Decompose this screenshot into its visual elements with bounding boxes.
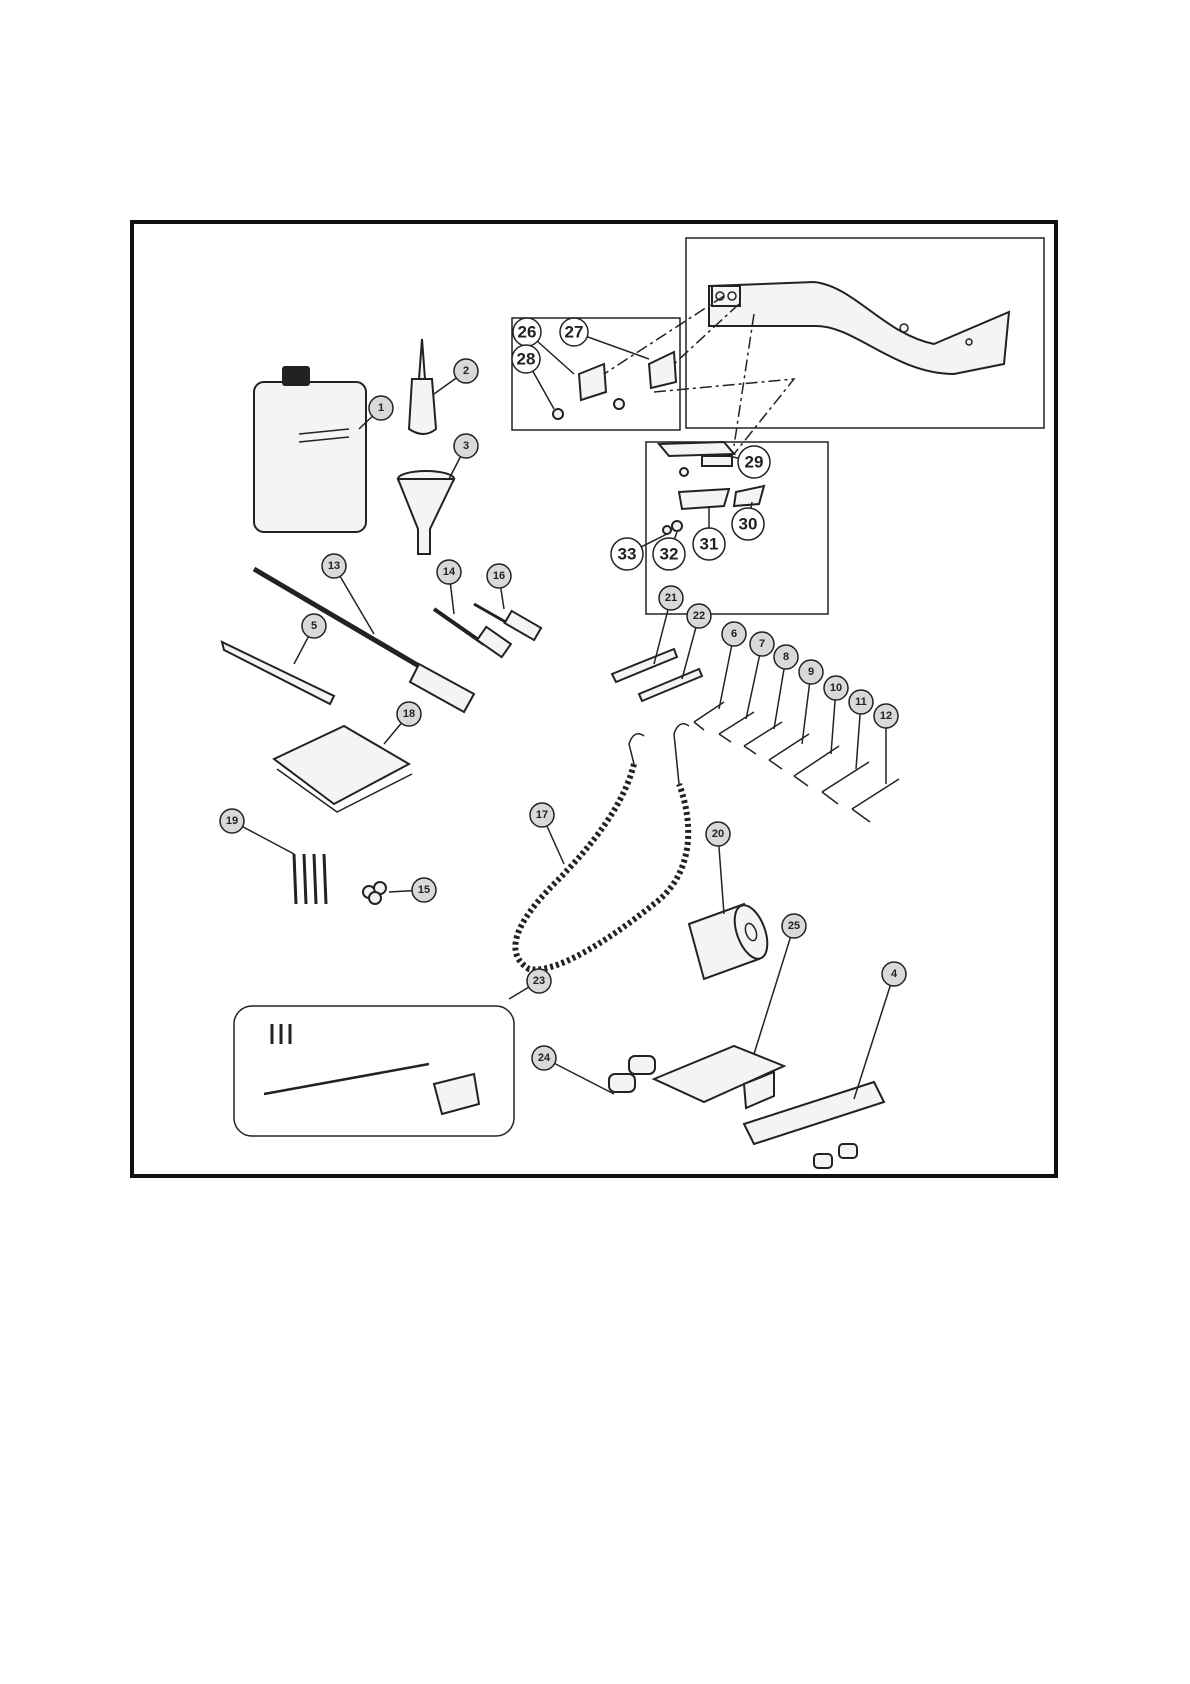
screw-33: [663, 526, 671, 534]
oil-filter: [689, 901, 774, 979]
callout-label-30: 30: [739, 515, 758, 534]
clip-29: [659, 442, 734, 466]
clip-27: [649, 352, 676, 388]
funnel: [398, 471, 454, 554]
bobbins: [363, 882, 386, 904]
callout-label-1: 1: [378, 402, 384, 414]
wrench-22: [639, 669, 702, 701]
callout-label-6: 6: [731, 628, 737, 640]
parts-diagram: 1234567891011121314151617181920212223242…: [134, 224, 1054, 1174]
clip-26: [579, 364, 606, 400]
hex-key-set: [694, 702, 899, 822]
callout-label-20: 20: [712, 828, 724, 840]
callout-label-8: 8: [783, 651, 789, 663]
assembly-line-c: [734, 314, 754, 446]
callout-label-2: 2: [463, 365, 469, 377]
callout-label-3: 3: [463, 440, 469, 452]
callout-label-19: 19: [226, 815, 238, 827]
inset-lamp-kit: [234, 1006, 514, 1136]
callout-label-32: 32: [660, 545, 679, 564]
callout-label-26: 26: [518, 323, 537, 342]
oil-can: [254, 366, 366, 532]
callout-label-17: 17: [536, 809, 548, 821]
screw-28: [553, 409, 563, 419]
screw-28b: [614, 399, 624, 409]
screwdriver-medium: [434, 609, 511, 657]
callout-label-25: 25: [788, 920, 800, 932]
screwdriver-long: [254, 569, 474, 712]
frame-rail: [709, 282, 1009, 374]
washer-32: [672, 521, 682, 531]
callout-label-27: 27: [565, 323, 584, 342]
callout-label-33: 33: [618, 545, 637, 564]
lamp-kit: [264, 1024, 479, 1114]
callout-label-12: 12: [880, 710, 892, 722]
callout-label-18: 18: [403, 708, 415, 720]
callout-label-14: 14: [443, 566, 456, 578]
callout-label-23: 23: [533, 975, 545, 987]
callout-label-16: 16: [493, 570, 505, 582]
callout-label-4: 4: [891, 968, 898, 980]
callout-label-11: 11: [855, 696, 867, 708]
leader-line-4: [854, 974, 894, 1099]
needles: [294, 854, 326, 904]
bolts-24: [609, 1056, 655, 1092]
plate-25: [654, 1046, 784, 1108]
clip-31: [679, 489, 729, 509]
wrench-21: [612, 649, 677, 682]
callout-label-21: 21: [665, 592, 677, 604]
chain: [515, 724, 689, 970]
cleaning-cloth: [274, 726, 412, 812]
callout-label-31: 31: [700, 535, 719, 554]
callout-label-28: 28: [517, 350, 536, 369]
callout-label-29: 29: [745, 453, 764, 472]
callout-label-9: 9: [808, 666, 814, 678]
callout-label-13: 13: [328, 560, 340, 572]
callout-label-5: 5: [311, 620, 317, 632]
tweezers: [222, 642, 334, 704]
callout-label-24: 24: [538, 1052, 551, 1064]
clip-30: [734, 486, 764, 506]
oiler-bottle: [409, 339, 436, 434]
callout-label-10: 10: [830, 682, 842, 694]
washer-32a: [680, 468, 688, 476]
callout-label-7: 7: [759, 638, 765, 650]
callout-label-15: 15: [418, 884, 430, 896]
callout-label-22: 22: [693, 610, 705, 622]
